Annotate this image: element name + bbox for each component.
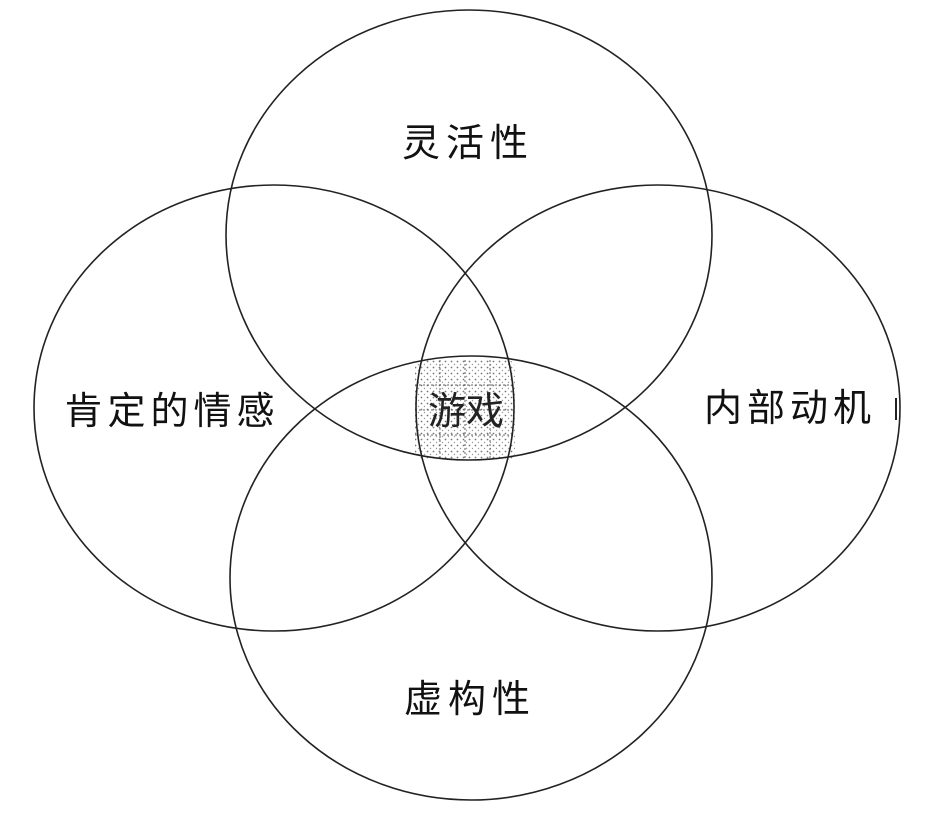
- left-label: 肯定的情感: [64, 389, 279, 433]
- bottom-label: 虚构性: [404, 677, 536, 721]
- bottom-ellipse: [229, 355, 713, 801]
- left-ellipse: [33, 184, 515, 632]
- top-label: 灵活性: [402, 121, 534, 165]
- right-ellipse: [415, 184, 901, 632]
- center-overlap-region: [415, 360, 515, 460]
- top-ellipse: [225, 9, 713, 461]
- right-label: 内部动机: [704, 386, 876, 430]
- center-label: 游戏: [428, 389, 504, 433]
